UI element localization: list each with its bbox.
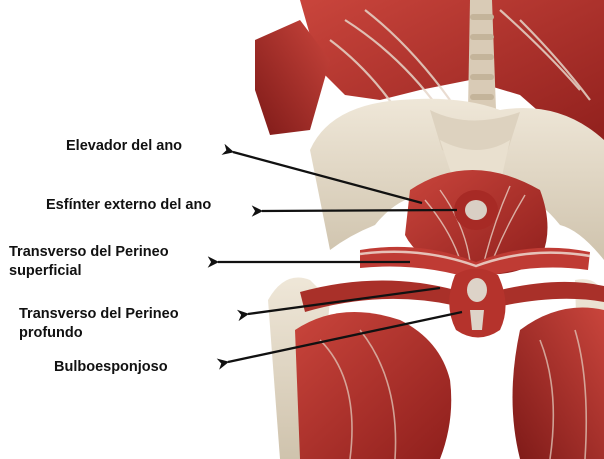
label-elevador-del-ano: Elevador del ano: [66, 137, 182, 156]
label-transverso-perineo-superficial: Transverso del Perineo superficial: [9, 243, 169, 281]
label-esfinter-externo-del-ano: Esfínter externo del ano: [46, 196, 211, 215]
arrow-esfinter: [262, 210, 457, 211]
bulbospongiosus-muscle: [449, 269, 505, 338]
thigh-muscles: [295, 308, 604, 459]
label-bulboesponjoso: Bulboesponjoso: [54, 358, 168, 377]
label-transverso-perineo-profundo: Transverso del Perineo profundo: [19, 305, 179, 343]
external-anal-sphincter: [454, 190, 498, 230]
